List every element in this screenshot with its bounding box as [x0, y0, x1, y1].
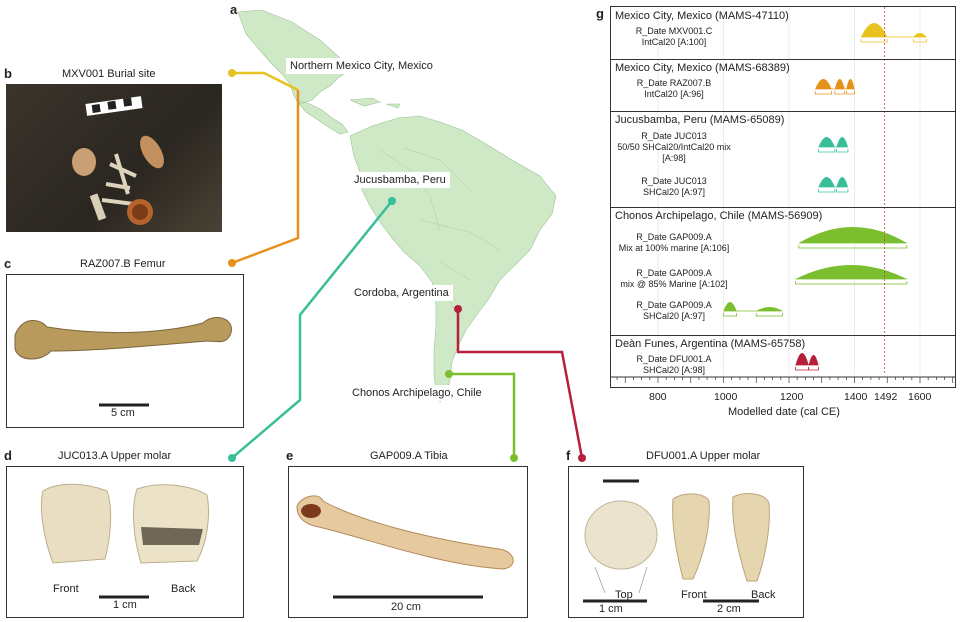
- range-bracket: [795, 281, 908, 285]
- panel-e-scale-label: 20 cm: [391, 601, 421, 613]
- section-header: Mexico City, Mexico (MAMS-47110): [615, 10, 789, 22]
- molar-dfu-photo-frame: Top Front Back 1 cm 2 cm: [568, 466, 804, 618]
- panel-f-scale1-label: 1 cm: [599, 603, 623, 615]
- range-bracket: [834, 91, 846, 95]
- section-divider: [611, 207, 955, 208]
- axis-tick-1400: 1400: [844, 391, 868, 403]
- probability-distribution: [795, 265, 907, 279]
- map-caribbean-islands: [349, 97, 401, 109]
- molar-juc-photo-frame: Front Back 1 cm: [6, 466, 244, 618]
- panel-d-front-label: Front: [53, 583, 79, 595]
- probability-distribution: [836, 177, 848, 187]
- panel-f-front-label: Front: [681, 589, 707, 601]
- panel-b-caption: MXV001 Burial site: [62, 68, 156, 80]
- panel-c-scale-label: 5 cm: [111, 407, 135, 419]
- section-header: Jucusbamba, Peru (MAMS-65089): [615, 114, 785, 126]
- probability-distribution: [798, 227, 907, 243]
- range-bracket: [795, 367, 810, 371]
- range-bracket: [818, 189, 836, 193]
- connector-argentina-f: [456, 309, 584, 459]
- range-bracket: [860, 39, 888, 43]
- map-label-peru: Jucusbamba, Peru: [350, 172, 450, 188]
- radiocarbon-plot: Mexico City, Mexico (MAMS-47110) R_Date M…: [610, 6, 956, 388]
- section-header: Chonos Archipelago, Chile (MAMS-56909): [615, 210, 823, 222]
- panel-f-top-label: Top: [615, 589, 633, 601]
- section-divider: [611, 59, 955, 60]
- range-bracket: [818, 149, 836, 153]
- panel-d-scale-label: 1 cm: [113, 599, 137, 611]
- panel-c-letter: c: [4, 256, 12, 271]
- section-header: Deàn Funes, Argentina (MAMS-65758): [615, 338, 806, 350]
- section-divider: [611, 111, 955, 112]
- panel-d-back-label: Back: [171, 583, 196, 595]
- range-bracket: [836, 189, 849, 193]
- map-label-cordoba: Cordoba, Argentina: [350, 285, 453, 301]
- panel-c-caption: RAZ007.B Femur: [80, 258, 166, 270]
- axis-tick-1600: 1600: [908, 391, 932, 403]
- range-bracket: [845, 91, 855, 95]
- range-bracket: [723, 313, 737, 317]
- axis-xlabel: Modelled date (cal CE): [728, 406, 840, 418]
- range-bracket: [836, 149, 849, 153]
- range-bracket: [798, 245, 908, 249]
- probability-distribution: [795, 353, 809, 365]
- range-bracket: [814, 91, 832, 95]
- section-divider: [611, 335, 955, 336]
- probability-distribution: [836, 137, 848, 147]
- burial-site-photo: [6, 84, 222, 232]
- connector-mexico-b: [232, 71, 299, 92]
- panel-d-caption: JUC013.A Upper molar: [58, 450, 172, 462]
- panel-f-letter: f: [566, 448, 571, 463]
- range-bracket: [913, 39, 927, 43]
- panel-e-caption: GAP009.A Tibia: [370, 450, 448, 462]
- probability-distribution: [815, 79, 832, 89]
- panel-f-scale2-label: 2 cm: [717, 603, 741, 615]
- range-bracket: [755, 313, 783, 317]
- radiocarbon-plot-svg: [611, 7, 955, 383]
- femur-photo-frame: 5 cm: [6, 274, 244, 428]
- map-south-america-landmass: [349, 115, 557, 403]
- axis-tick-1000: 1000: [714, 391, 738, 403]
- probability-distribution: [818, 177, 835, 187]
- probability-distribution: [834, 79, 845, 89]
- map-label-mexico: Northern Mexico City, Mexico: [286, 58, 437, 74]
- panel-b-letter: b: [4, 66, 12, 81]
- panel-f-back-label: Back: [751, 589, 776, 601]
- probability-distribution: [846, 79, 855, 89]
- probability-distribution: [861, 23, 888, 37]
- probability-distribution: [723, 302, 737, 311]
- panel-d-letter: d: [4, 448, 12, 463]
- panel-g-letter: g: [596, 6, 604, 21]
- probability-distribution: [756, 307, 783, 311]
- probability-distribution: [818, 137, 835, 147]
- axis-tick-800: 800: [649, 391, 667, 403]
- connector-chile-e: [449, 372, 516, 458]
- connector-mexico-c: [231, 90, 300, 265]
- panel-a-letter: a: [230, 2, 238, 17]
- axis-tick-1492: 1492: [874, 391, 898, 403]
- axis-tick-1200: 1200: [780, 391, 804, 403]
- probability-distribution: [808, 355, 819, 365]
- section-header: Mexico City, Mexico (MAMS-68389): [615, 62, 790, 74]
- tibia-photo-frame: 20 cm: [288, 466, 528, 618]
- range-bracket: [808, 367, 819, 371]
- probability-distribution: [913, 33, 927, 37]
- map-label-chonos: Chonos Archipelago, Chile: [348, 385, 486, 401]
- panel-f-caption: DFU001.A Upper molar: [646, 450, 761, 462]
- connector-peru-d: [231, 200, 393, 459]
- panel-e-letter: e: [286, 448, 294, 463]
